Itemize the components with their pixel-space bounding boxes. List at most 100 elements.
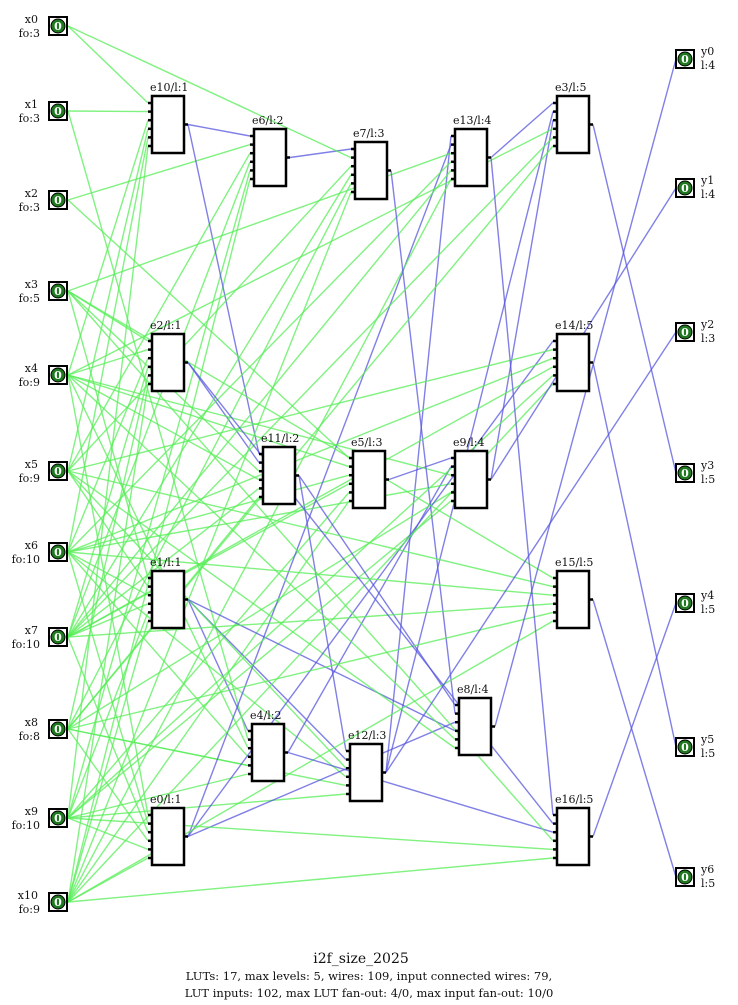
terminal-dot xyxy=(50,463,66,479)
lut-box[interactable] xyxy=(250,722,286,783)
lut-box[interactable] xyxy=(453,449,489,510)
output-name: y5 xyxy=(700,733,714,746)
lut-e4[interactable]: e4/l:2 xyxy=(248,709,288,783)
wire-x1-to-e10 xyxy=(67,110,149,113)
lut-label: e8/l:4 xyxy=(457,683,488,696)
lut-e14[interactable]: e14/l:5 xyxy=(553,319,593,393)
wire-e15-to-y6 xyxy=(592,599,677,878)
diagram-footer: i2f_size_2025 LUTs: 17, max levels: 5, w… xyxy=(185,951,554,1000)
input-name: x5 xyxy=(25,458,38,471)
terminal-dot xyxy=(677,324,693,340)
wire-x7-to-e0 xyxy=(67,636,149,833)
terminal-dot xyxy=(677,869,693,885)
input-name: x8 xyxy=(25,716,38,729)
wire-x2-to-e5 xyxy=(67,199,350,459)
terminal-dot xyxy=(677,180,693,196)
lut-e16[interactable]: e16/l:5 xyxy=(553,793,593,867)
wire-x7-to-e14 xyxy=(67,366,554,638)
lut-e12[interactable]: e12/l:3 xyxy=(346,729,386,803)
lut-e1[interactable]: e1/l:1 xyxy=(148,556,188,630)
lut-label: e4/l:2 xyxy=(250,709,281,722)
lut-box[interactable] xyxy=(150,806,186,867)
lut-box[interactable] xyxy=(457,696,493,757)
lut-label: e12/l:3 xyxy=(348,729,386,742)
lut-e7[interactable]: e7/l:3 xyxy=(351,127,391,201)
terminal-dot xyxy=(677,465,693,481)
lut-box[interactable] xyxy=(150,94,186,155)
lut-e8[interactable]: e8/l:4 xyxy=(455,683,495,757)
wire-x4-to-e8 xyxy=(67,374,456,740)
terminal-dot xyxy=(50,283,66,299)
terminal-value: 0 xyxy=(54,285,62,298)
wire-e1-to-e8 xyxy=(187,598,456,732)
lut-e10[interactable]: e10/l:1 xyxy=(148,81,188,155)
wire-x3-to-e1 xyxy=(67,290,149,579)
lut-box[interactable] xyxy=(261,445,297,506)
output-name: y4 xyxy=(700,589,714,602)
lut-e9[interactable]: e9/l:4 xyxy=(451,436,491,510)
lut-box[interactable] xyxy=(348,742,384,803)
lut-box[interactable] xyxy=(555,569,591,630)
lut-box[interactable] xyxy=(150,332,186,393)
wire-e1-to-e4 xyxy=(187,599,249,732)
wire-e2-to-e11 xyxy=(187,362,260,464)
lut-box[interactable] xyxy=(150,569,186,630)
lut-e5[interactable]: e5/l:3 xyxy=(349,436,389,510)
wire-x6-to-e10 xyxy=(67,137,149,553)
lut-e15[interactable]: e15/l:5 xyxy=(553,556,593,630)
wire-e7-to-e8 xyxy=(390,170,456,714)
terminal-dot xyxy=(677,739,693,755)
lut-box[interactable] xyxy=(555,332,591,393)
wire-x3-to-e15 xyxy=(67,290,554,579)
lut-e13[interactable]: e13/l:4 xyxy=(451,114,491,188)
lut-box[interactable] xyxy=(351,449,387,510)
lut-e11[interactable]: e11/l:2 xyxy=(259,432,299,506)
wire-x6-to-e0 xyxy=(67,551,149,824)
lut-box[interactable] xyxy=(252,127,288,188)
lut-e6[interactable]: e6/l:2 xyxy=(250,114,290,188)
output-name: y0 xyxy=(700,45,714,58)
input-fanout: fo:9 xyxy=(19,903,40,916)
lut-e0[interactable]: e0/l:1 xyxy=(148,793,188,867)
lut-box[interactable] xyxy=(353,140,389,201)
wire-e6-to-e7 xyxy=(289,148,352,159)
input-name: x4 xyxy=(25,362,38,375)
wire-e8-to-y0 xyxy=(494,58,677,727)
lut-label: e14/l:5 xyxy=(555,319,593,332)
lut-e2[interactable]: e2/l:1 xyxy=(148,319,188,393)
terminal-dot xyxy=(50,894,66,910)
wire-x10-to-e15 xyxy=(67,620,554,903)
input-fanout: fo:3 xyxy=(19,27,40,40)
terminal-dot xyxy=(50,103,66,119)
input-name: x1 xyxy=(25,98,38,111)
output-level: l:5 xyxy=(701,473,715,486)
lut-box[interactable] xyxy=(555,94,591,155)
lut-box[interactable] xyxy=(555,806,591,867)
lut-box[interactable] xyxy=(453,127,489,188)
input-name: x3 xyxy=(25,278,38,291)
terminal-dot xyxy=(677,51,693,67)
terminal-value: 0 xyxy=(54,896,62,909)
wire-e12-to-e3 xyxy=(385,111,554,773)
lut-e3[interactable]: e3/l:5 xyxy=(553,81,593,155)
